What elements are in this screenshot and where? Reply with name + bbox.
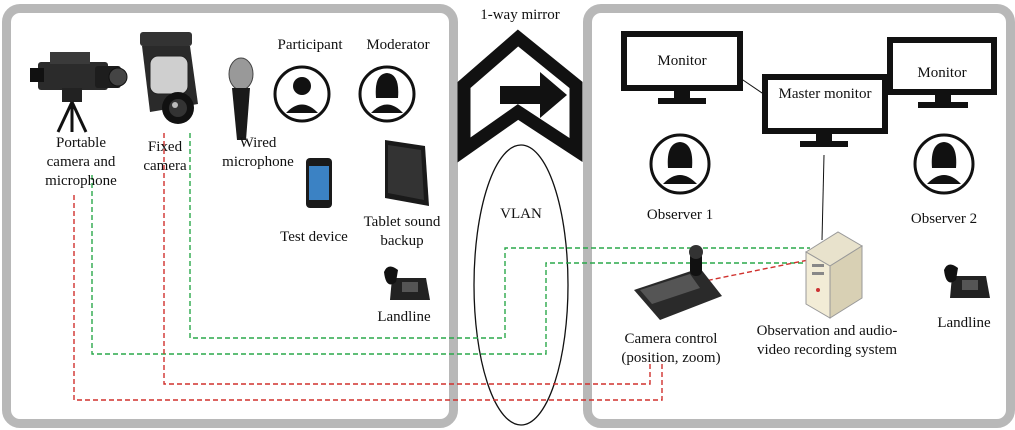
vlan-label: VLAN <box>500 206 542 222</box>
portable-camera-icon <box>30 52 128 133</box>
link-monitor-left <box>739 77 766 96</box>
monitor-left-icon <box>621 31 743 104</box>
wired-microphone-label: Wired microphone <box>222 135 294 170</box>
participant-icon <box>273 65 331 123</box>
landline-left-label: Landline <box>377 309 431 325</box>
vlan-ellipse <box>473 144 569 426</box>
moderator-icon <box>358 65 416 123</box>
camera-control-label: Camera control (position, zoom) <box>621 331 721 366</box>
red-link-control <box>699 257 819 283</box>
link-master-recorder <box>821 154 825 241</box>
mirror-icon <box>457 29 583 163</box>
master-monitor-icon <box>762 74 888 147</box>
portable-camera-label: Portable camera and microphone <box>45 135 117 189</box>
red-link-fixed <box>163 133 651 385</box>
landline-icon-right <box>944 264 990 298</box>
observer-2-icon <box>913 133 975 195</box>
recording-system-label: Observation and audio-video recording sy… <box>756 323 898 358</box>
monitor-left-label: Monitor <box>657 53 707 69</box>
camera-control-icon <box>634 245 722 320</box>
test-device-label: Test device <box>280 229 348 245</box>
participant-label: Participant <box>277 37 343 53</box>
observer-2-label: Observer 2 <box>910 211 978 227</box>
mirror-label: 1-way mirror <box>480 7 560 23</box>
moderator-label: Moderator <box>366 37 430 53</box>
tablet-icon <box>385 140 429 206</box>
observer-1-label: Observer 1 <box>646 207 714 223</box>
monitor-right-label: Monitor <box>917 65 967 81</box>
green-link-fixed <box>189 133 810 339</box>
red-link-portable <box>73 195 663 401</box>
recording-system-icon <box>805 231 863 319</box>
tablet-label: Tablet sound backup <box>363 214 441 249</box>
observer-1-icon <box>649 133 711 195</box>
fixed-camera-label: Fixed camera <box>143 139 187 174</box>
landline-icon-left <box>384 266 430 300</box>
landline-right-label: Landline <box>937 315 991 331</box>
green-link-portable <box>91 175 820 355</box>
phone-icon <box>306 158 332 208</box>
fixed-camera-icon <box>140 32 198 124</box>
master-monitor-label: Master monitor <box>778 86 872 102</box>
monitor-right-icon <box>887 37 997 108</box>
microphone-icon <box>228 57 254 140</box>
